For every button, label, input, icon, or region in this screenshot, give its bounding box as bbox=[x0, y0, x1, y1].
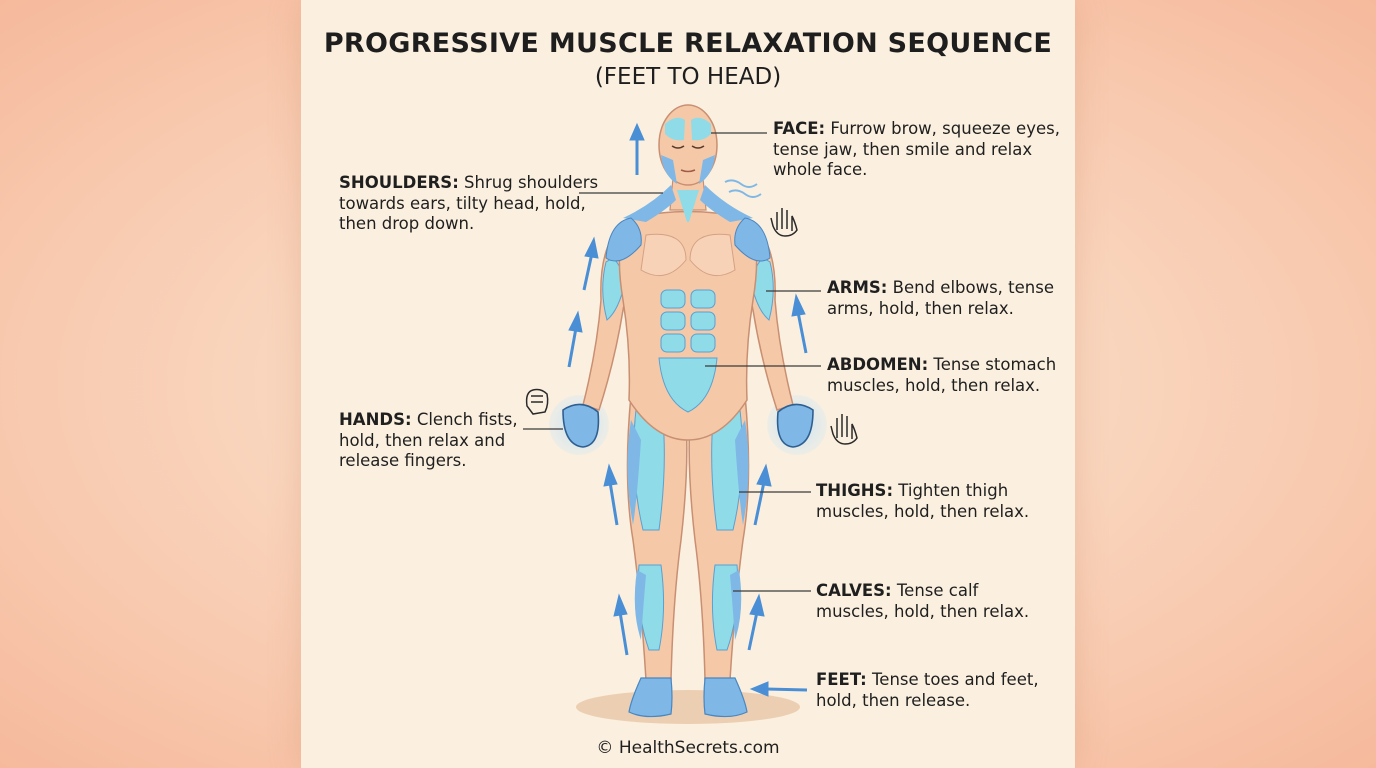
jaw-muscle-right bbox=[699, 155, 715, 184]
label-arms-line1: Bend elbows, tense bbox=[892, 278, 1054, 297]
forehead-muscle-left bbox=[665, 117, 685, 141]
body-figure bbox=[523, 104, 858, 724]
label-calves-name: CALVES: bbox=[816, 581, 892, 600]
left-calf-outer bbox=[634, 570, 646, 640]
label-feet-line2: hold, then release. bbox=[816, 690, 971, 710]
label-thighs-line1: Tighten thigh bbox=[898, 481, 1009, 500]
label-face-line1: Furrow brow, squeeze eyes, bbox=[830, 119, 1060, 138]
label-shoulders-line1: Shrug shoulders bbox=[464, 173, 599, 192]
label-calves-line2: muscles, hold, then relax. bbox=[816, 601, 1030, 621]
label-feet-line1: Tense toes and feet, bbox=[872, 670, 1039, 689]
label-shoulders-line2: towards ears, tilty head, hold, bbox=[339, 193, 586, 213]
label-face-line3: whole face. bbox=[773, 160, 868, 179]
left-thigh-outer bbox=[627, 420, 641, 525]
chest-left bbox=[640, 233, 687, 277]
label-hands-name: HANDS: bbox=[339, 410, 412, 429]
ground-shadow bbox=[576, 690, 800, 724]
jaw-muscle-left bbox=[661, 155, 677, 184]
label-feet: FEET: Tense toes and feet, hold, then re… bbox=[816, 670, 1039, 711]
label-abdomen-line1: Tense stomach bbox=[933, 355, 1057, 374]
arrow-icon bbox=[747, 593, 765, 651]
right-foot bbox=[703, 677, 748, 718]
arrow-icon bbox=[567, 310, 583, 368]
open-hand-icon bbox=[770, 208, 798, 237]
right-calf-outer bbox=[730, 570, 742, 640]
left-foot bbox=[628, 677, 673, 718]
arrow-icon bbox=[603, 463, 619, 526]
trapezius-right bbox=[700, 185, 753, 222]
open-hand-icon bbox=[830, 414, 858, 445]
label-face: FACE: Furrow brow, squeeze eyes, tense j… bbox=[773, 119, 1060, 181]
upward-arrows bbox=[567, 122, 808, 697]
arrow-icon bbox=[629, 122, 645, 175]
copyright-footer: © HealthSecrets.com bbox=[596, 738, 780, 758]
label-hands-line1: Clench fists, bbox=[416, 410, 518, 429]
right-thigh-outer bbox=[735, 420, 749, 525]
arrow-icon bbox=[582, 236, 599, 291]
label-thighs-name: THIGHS: bbox=[816, 481, 894, 500]
page-title: PROGRESSIVE MUSCLE RELAXATION SEQUENCE bbox=[323, 28, 1053, 59]
arrow-icon bbox=[753, 463, 772, 526]
forehead-muscle-right bbox=[691, 117, 711, 141]
left-deltoid bbox=[605, 217, 642, 262]
label-feet-name: FEET: bbox=[816, 670, 867, 689]
label-abdomen-name: ABDOMEN: bbox=[827, 355, 929, 374]
label-face-line2: tense jaw, then smile and relax bbox=[773, 139, 1033, 159]
label-face-name: FACE: bbox=[773, 119, 826, 138]
right-deltoid bbox=[734, 217, 771, 262]
label-hands: HANDS: Clench fists, hold, then relax an… bbox=[339, 410, 518, 472]
leader-lines bbox=[523, 132, 821, 592]
arrow-icon bbox=[613, 593, 629, 656]
closed-eye-left bbox=[671, 145, 685, 149]
arrow-icon bbox=[791, 293, 808, 354]
abdominal-muscles bbox=[658, 289, 718, 413]
label-hands-line2: hold, then relax and bbox=[339, 430, 506, 450]
infographic-panel: PROGRESSIVE MUSCLE RELAXATION SEQUENCE (… bbox=[301, 0, 1075, 768]
page-subtitle: (FEET TO HEAD) bbox=[594, 64, 782, 90]
right-fist bbox=[776, 403, 814, 448]
arrow-icon bbox=[749, 681, 808, 697]
label-calves: CALVES: Tense calf muscles, hold, then r… bbox=[816, 581, 1029, 622]
label-shoulders-line3: then drop down. bbox=[339, 214, 475, 233]
label-shoulders-name: SHOULDERS: bbox=[339, 173, 459, 192]
wave-icon bbox=[724, 179, 762, 198]
closed-eye-right bbox=[691, 145, 705, 149]
label-thighs-line2: muscles, hold, then relax. bbox=[816, 501, 1030, 521]
label-arms-line2: arms, hold, then relax. bbox=[827, 298, 1014, 318]
label-arms-name: ARMS: bbox=[827, 278, 888, 297]
label-calves-line1: Tense calf bbox=[896, 581, 979, 600]
mouth bbox=[680, 169, 696, 173]
left-fist bbox=[562, 403, 600, 448]
label-arms: ARMS: Bend elbows, tense arms, hold, the… bbox=[827, 278, 1054, 319]
label-abdomen-line2: muscles, hold, then relax. bbox=[827, 375, 1041, 395]
label-hands-line3: release fingers. bbox=[339, 451, 467, 470]
label-thighs: THIGHS: Tighten thigh muscles, hold, the… bbox=[816, 481, 1029, 522]
chest-right bbox=[689, 233, 736, 277]
trapezius-left bbox=[623, 185, 676, 222]
neck-muscle bbox=[677, 190, 699, 222]
label-abdomen: ABDOMEN: Tense stomach muscles, hold, th… bbox=[827, 355, 1056, 396]
label-shoulders: SHOULDERS: Shrug shoulders towards ears,… bbox=[339, 173, 598, 235]
raised-fist-icon bbox=[525, 388, 549, 415]
